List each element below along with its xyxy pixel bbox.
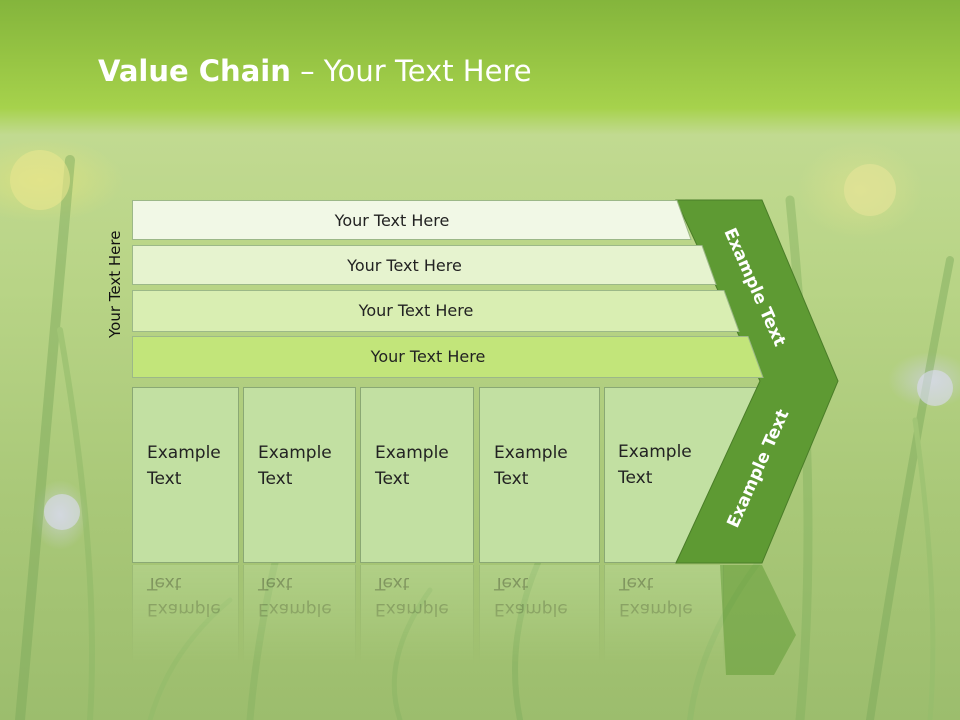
title-rest: – Your Text Here: [290, 54, 532, 88]
bar-2-label: Your Text Here: [347, 255, 462, 275]
activity-box-2-label: Example Text: [258, 443, 332, 489]
reflection-4: Example Text: [479, 565, 600, 675]
bar-1: Your Text Here: [132, 200, 692, 240]
header-band: [0, 0, 960, 135]
bar-1-label: Your Text Here: [334, 210, 450, 230]
reflection-3: Example Text: [360, 565, 474, 675]
activity-box-3-label: Example Text: [375, 443, 449, 489]
page-title: Value Chain – Your Text Here: [98, 54, 532, 88]
reflection-2-label: Example Text: [258, 573, 332, 619]
reflection-2: Example Text: [243, 565, 356, 675]
chevron-reflection: [676, 565, 796, 675]
activity-box-4: Example Text: [479, 387, 600, 563]
activity-box-5-label: Example Text: [618, 442, 692, 488]
bar-2: Your Text Here: [132, 245, 717, 285]
side-label: Your Text Here: [106, 230, 124, 338]
bar-4: Your Text Here: [132, 336, 764, 378]
activity-box-5: Example Text: [604, 387, 724, 563]
title-bold: Value Chain: [98, 54, 291, 88]
reflection-1: Example Text: [132, 565, 239, 675]
activity-box-2: Example Text: [243, 387, 356, 563]
activity-box-3: Example Text: [360, 387, 474, 563]
activity-box-1: Example Text: [132, 387, 239, 563]
bar-3-label: Your Text Here: [358, 300, 474, 320]
reflection-3-label: Example Text: [375, 573, 449, 619]
activity-box-4-label: Example Text: [494, 443, 568, 489]
bar-4-label: Your Text Here: [370, 346, 486, 366]
activity-box-1-label: Example Text: [147, 443, 221, 489]
reflection-4-label: Example Text: [494, 573, 568, 619]
bar-3: Your Text Here: [132, 290, 740, 332]
reflection-1-label: Example Text: [147, 573, 221, 619]
